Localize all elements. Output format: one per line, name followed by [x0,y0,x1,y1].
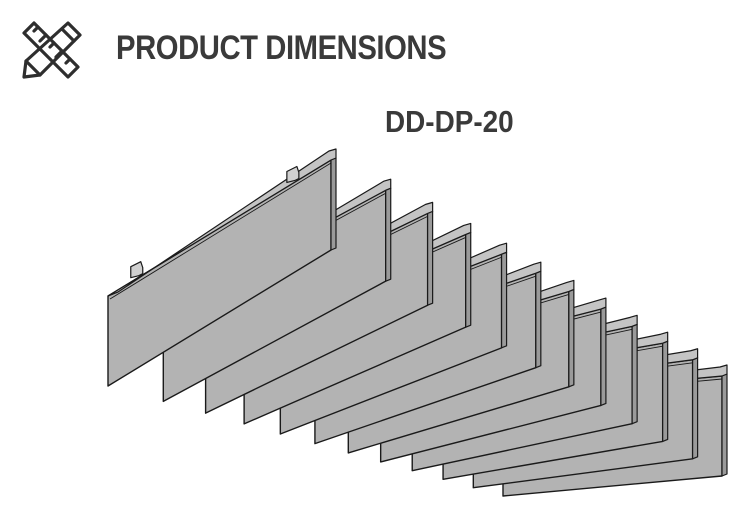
hanging-clip [286,165,300,184]
page-title: PRODUCT DIMENSIONS [116,29,447,67]
page-header [18,18,84,80]
baffle-panel [107,148,337,387]
product-model: DD-DP-20 [385,104,514,139]
hanging-clip [130,261,144,279]
ruler-pencil-icon [22,21,82,79]
